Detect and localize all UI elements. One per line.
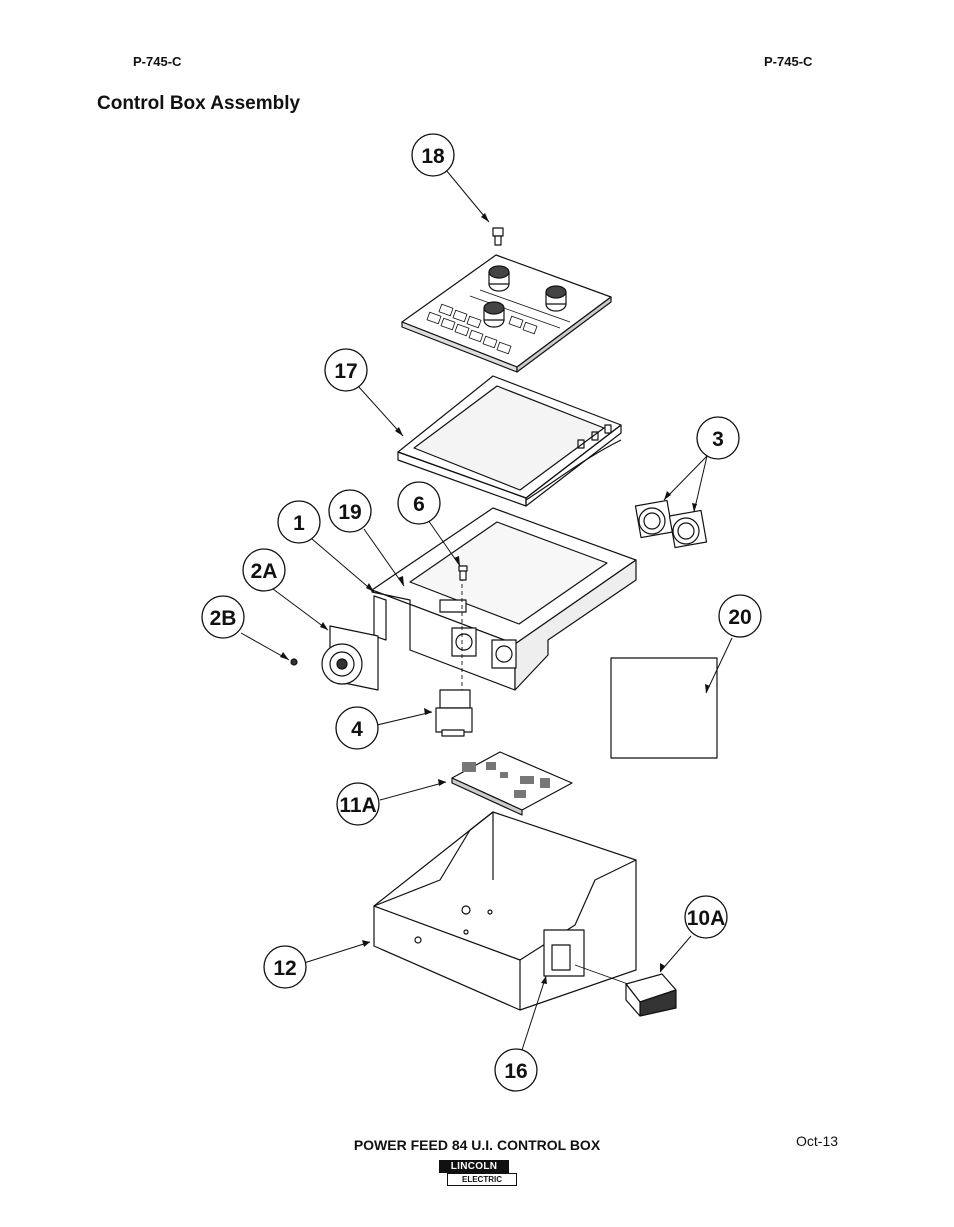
- callout-label: 10A: [687, 907, 726, 930]
- callout-label: 2A: [251, 560, 278, 583]
- callout-19: 19: [328, 489, 372, 533]
- bottom-tray: [373, 811, 637, 1011]
- lincoln-electric-logo: LINCOLN ELECTRIC: [439, 1160, 517, 1186]
- callout-11a: 11A: [336, 782, 380, 826]
- callout-6: 6: [397, 481, 441, 525]
- callout-18: 18: [411, 133, 455, 177]
- callout-circle: [494, 1048, 538, 1092]
- footer-date: Oct-13: [796, 1133, 839, 1149]
- header-part-code-left: P-745-C: [133, 54, 182, 69]
- callout-4: 4: [335, 706, 379, 750]
- relay-block: [435, 689, 473, 737]
- callout-10a: 10A: [684, 895, 728, 939]
- callout-2b: 2B: [201, 595, 245, 639]
- logo-bottom-text: ELECTRIC: [447, 1173, 517, 1186]
- chassis-housing: [371, 507, 637, 700]
- callout-label: 17: [334, 360, 357, 383]
- callout-label: 19: [338, 501, 361, 524]
- callout-circle: [201, 595, 245, 639]
- rocker-switch: [625, 973, 677, 1017]
- callout-label: 18: [421, 145, 445, 168]
- callout-circle: [336, 782, 380, 826]
- callout-label: 12: [273, 957, 296, 980]
- callout-label: 4: [351, 718, 363, 741]
- circuit-board: [451, 751, 573, 816]
- header-part-code-right: P-745-C: [764, 54, 813, 69]
- callout-circle: [411, 133, 455, 177]
- page-title: Control Box Assembly: [97, 93, 301, 114]
- callout-20: 20: [718, 594, 762, 638]
- screw-part: [492, 227, 504, 246]
- callout-2a: 2A: [242, 548, 286, 592]
- callout-label: 6: [413, 493, 425, 516]
- plug-bracket: [290, 625, 379, 691]
- callout-circle: [328, 489, 372, 533]
- callout-label: 11A: [339, 794, 376, 817]
- callout-circle: [684, 895, 728, 939]
- callout-label: 16: [504, 1060, 527, 1083]
- callout-circle: [242, 548, 286, 592]
- callout-label: 20: [728, 606, 751, 629]
- callout-circle: [263, 945, 307, 989]
- receptacle-connectors: [634, 499, 708, 549]
- callout-17: 17: [324, 348, 368, 392]
- callout-label: 2B: [210, 607, 237, 630]
- callout-circle: [335, 706, 379, 750]
- label-card: [610, 657, 718, 759]
- bezel-frame: [397, 375, 622, 507]
- callout-label: 3: [712, 428, 724, 451]
- footer-title: POWER FEED 84 U.I. CONTROL BOX: [353, 1137, 601, 1153]
- logo-top-text: LINCOLN: [439, 1160, 509, 1173]
- callout-16: 16: [494, 1048, 538, 1092]
- callout-circle: [718, 594, 762, 638]
- callout-label: 1: [293, 512, 305, 535]
- small-screw: [458, 565, 468, 581]
- callout-circle: [696, 416, 740, 460]
- callout-1: 1: [277, 500, 321, 544]
- control-panel-plate: [401, 254, 612, 373]
- callout-3: 3: [696, 416, 740, 460]
- callout-12: 12: [263, 945, 307, 989]
- callout-circle: [324, 348, 368, 392]
- callout-circle: [397, 481, 441, 525]
- callout-circle: [277, 500, 321, 544]
